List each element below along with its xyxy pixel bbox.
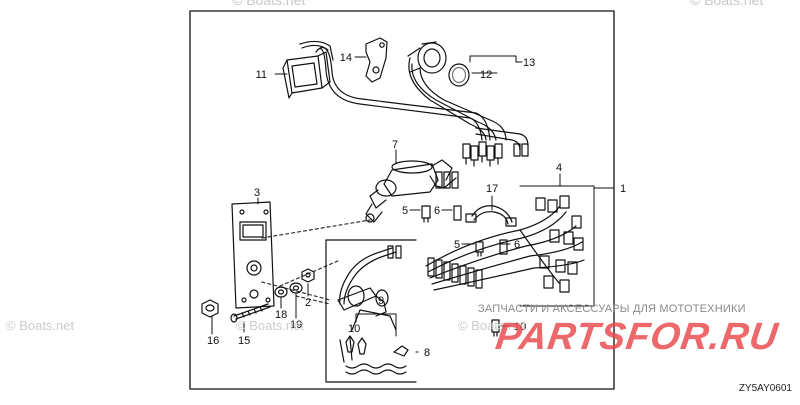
watermark-top-center: © Boats.net xyxy=(232,0,306,8)
callout-11: 11 xyxy=(256,69,267,81)
part-15-screw xyxy=(230,303,271,323)
callout-15: 15 xyxy=(238,335,250,347)
diagram-code: ZY5AY0601 xyxy=(738,383,792,394)
part-12-buzzer-cap xyxy=(448,63,470,87)
part-2-nut xyxy=(301,268,315,283)
part-5-6-fuses xyxy=(421,205,508,257)
callout-leaders xyxy=(211,55,615,353)
watermark-mid-right: © Boats.net xyxy=(458,318,527,333)
callout-13: 13 xyxy=(523,57,535,69)
callout-4: 4 xyxy=(556,162,562,174)
callout-10a: 10 xyxy=(348,323,360,335)
part-14-bracket xyxy=(365,37,388,83)
diagram-frame xyxy=(189,10,615,390)
callout-16: 16 xyxy=(207,335,219,347)
callout-10b: 10 xyxy=(514,321,526,333)
callout-6b: 6 xyxy=(514,239,520,251)
callout-3: 3 xyxy=(254,187,260,199)
watermark-mid-left: © Boats.net xyxy=(236,318,305,333)
brand-logo: PARTSFOR.RU xyxy=(493,316,781,358)
callout-8: 8 xyxy=(424,347,430,359)
callout-2: 2 xyxy=(305,297,311,309)
callout-5a: 5 xyxy=(402,205,408,217)
part-17-fuse-holder xyxy=(465,205,517,227)
callout-6a: 6 xyxy=(434,205,440,217)
callout-14: 14 xyxy=(340,52,352,64)
part-8-kill-switch xyxy=(337,245,409,375)
callout-12: 12 xyxy=(480,69,492,81)
callout-7: 7 xyxy=(392,139,398,151)
upper-connectors xyxy=(462,141,529,167)
watermark-top-right: © Boats.net xyxy=(690,0,764,8)
part-18-washer xyxy=(274,286,288,298)
part-16-nut xyxy=(201,299,219,318)
harness-connector-cluster xyxy=(427,257,483,289)
callout-18: 18 xyxy=(275,309,287,321)
part-7-ignition-switch xyxy=(365,159,459,223)
leader-lines xyxy=(261,219,371,305)
watermark-left: © Boats.net xyxy=(6,318,75,333)
callout-5b: 5 xyxy=(454,239,460,251)
brand-tagline: ЗАПЧАСТИ И АКСЕССУАРЫ ДЛЯ МОТОТЕХНИКИ xyxy=(478,303,746,315)
callout-9: 9 xyxy=(378,295,384,307)
part-19-washer xyxy=(289,282,303,294)
part-11-switch-box xyxy=(282,40,334,99)
callout-19: 19 xyxy=(290,319,302,331)
callout-1: 1 xyxy=(620,183,626,195)
brand-overlay: ЗАПЧАСТИ И АКСЕССУАРЫ ДЛЯ МОТОТЕХНИКИ PA… xyxy=(478,303,796,365)
part-10-fuse xyxy=(491,319,500,337)
part-8-assembly-frame xyxy=(325,239,417,383)
part-3-panel-plate xyxy=(231,201,275,309)
part-13-buzzer xyxy=(407,41,447,74)
callout-17: 17 xyxy=(486,183,498,195)
part-4-main-harness xyxy=(425,185,595,307)
